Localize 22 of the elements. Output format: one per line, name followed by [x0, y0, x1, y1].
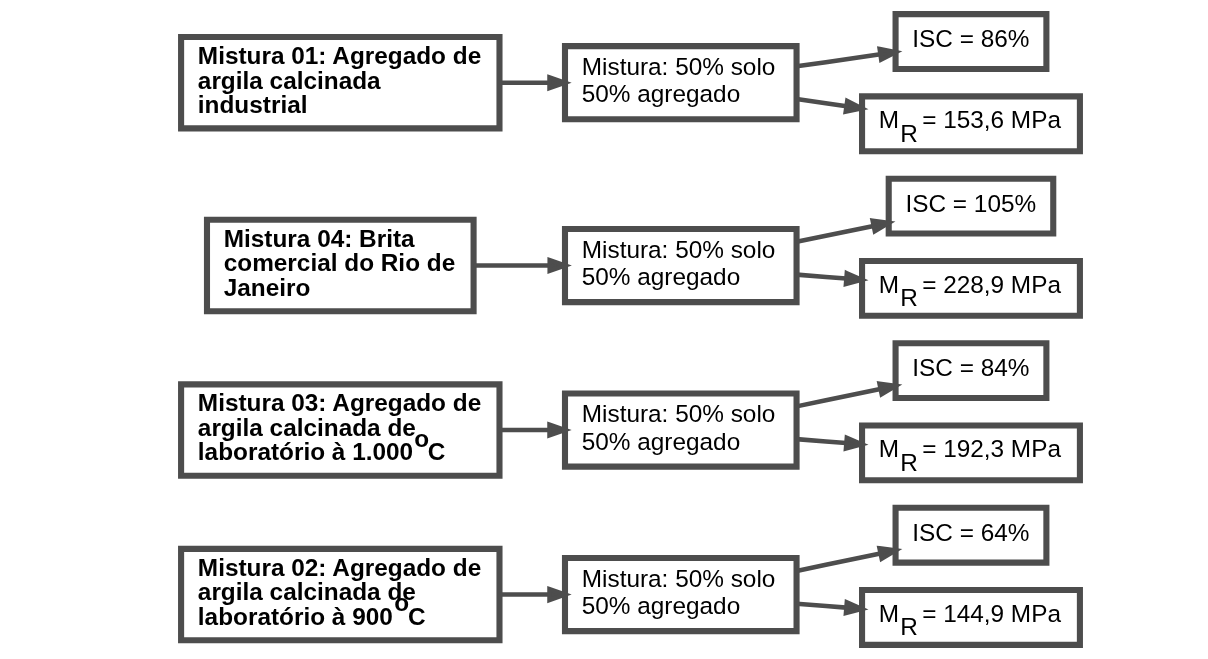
node-box: ISC = 64%	[892, 504, 1050, 566]
node-box: Mistura: 50% solo 50% agregado	[561, 554, 800, 635]
arrow	[796, 269, 869, 287]
node-box: ISC = 105%	[885, 175, 1057, 237]
node-box: Mistura 04: Brita comercial do Rio de Janeiro	[203, 216, 477, 315]
arrow	[796, 381, 903, 409]
node-box: Mistura: 50% solo 50% agregado	[561, 390, 800, 470]
node-box: Mistura: 50% solo 50% agregado	[561, 225, 800, 306]
arrow	[796, 598, 869, 616]
node-box: ISC = 86%	[892, 11, 1050, 73]
arrow	[499, 421, 572, 439]
node-box: Mistura: 50% solo 50% agregado	[561, 43, 800, 123]
arrow	[473, 256, 572, 275]
node-box: ISC = 84%	[892, 340, 1050, 402]
arrow	[796, 545, 903, 574]
arrow	[499, 586, 572, 604]
arrow	[796, 218, 896, 245]
arrow	[796, 46, 903, 69]
node-box: Mistura 01: Agregado de argila calcinada industrial	[178, 33, 503, 132]
arrow	[796, 434, 869, 452]
arrow	[499, 74, 572, 92]
arrow	[796, 96, 869, 115]
